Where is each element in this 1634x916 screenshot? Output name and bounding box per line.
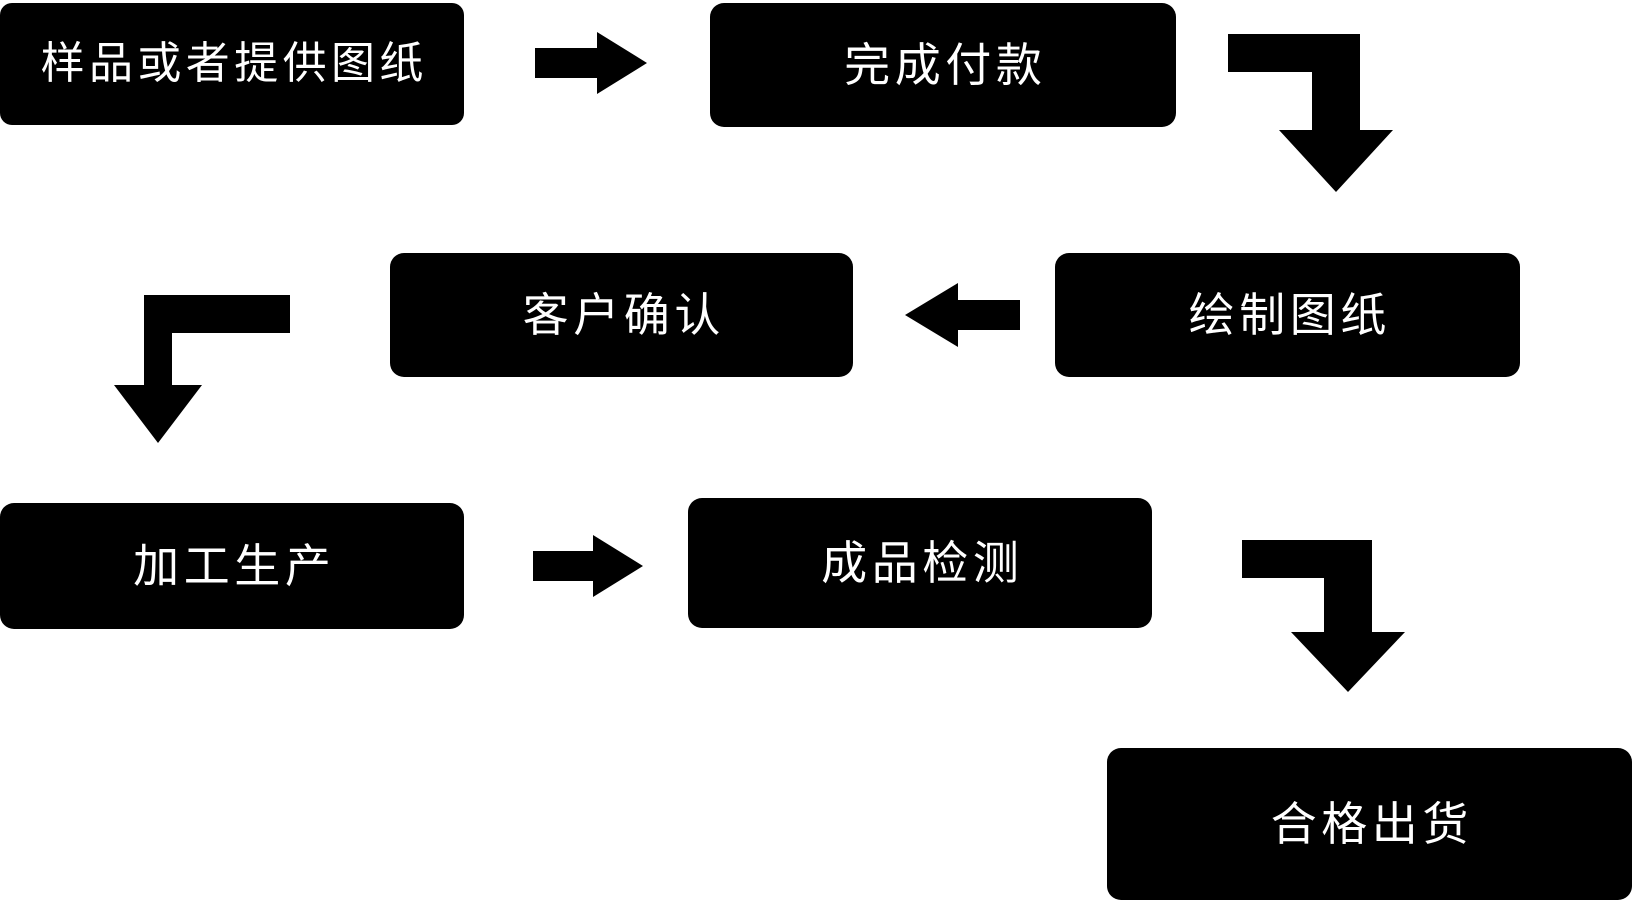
node-customer-confirm[interactable]: 客户确认 — [390, 253, 853, 377]
node-customer-confirm-label: 客户确认 — [522, 287, 725, 342]
arrow-elbow-left-down-icon — [114, 295, 290, 443]
arrow-payment-to-drawing — [1228, 34, 1393, 192]
node-draw-drawing[interactable]: 绘制图纸 — [1055, 253, 1520, 377]
node-processing-production[interactable]: 加工生产 — [0, 503, 464, 629]
node-sample-or-drawing-label: 样品或者提供图纸 — [40, 37, 428, 89]
node-finished-inspection-label: 成品检测 — [821, 535, 1024, 590]
node-processing-production-label: 加工生产 — [133, 538, 336, 593]
arrow-confirm-to-production — [114, 295, 290, 443]
arrow-elbow-right-down-icon — [1228, 34, 1393, 192]
arrow-elbow-right-down-icon — [1242, 540, 1405, 692]
node-complete-payment[interactable]: 完成付款 — [710, 3, 1176, 127]
arrow-left-icon — [905, 283, 1020, 347]
arrow-drawing-to-confirm — [905, 283, 1020, 347]
arrow-production-to-inspection — [533, 535, 643, 597]
arrow-sample-to-payment — [535, 32, 647, 94]
node-draw-drawing-label: 绘制图纸 — [1188, 287, 1391, 342]
node-complete-payment-label: 完成付款 — [844, 37, 1047, 92]
node-finished-inspection[interactable]: 成品检测 — [688, 498, 1152, 628]
arrow-right-icon — [535, 32, 647, 94]
arrow-inspection-to-shipment — [1242, 540, 1405, 692]
node-qualified-shipment[interactable]: 合格出货 — [1107, 748, 1632, 900]
node-qualified-shipment-label: 合格出货 — [1270, 796, 1473, 851]
arrow-right-icon — [533, 535, 643, 597]
node-sample-or-drawing[interactable]: 样品或者提供图纸 — [0, 3, 464, 125]
